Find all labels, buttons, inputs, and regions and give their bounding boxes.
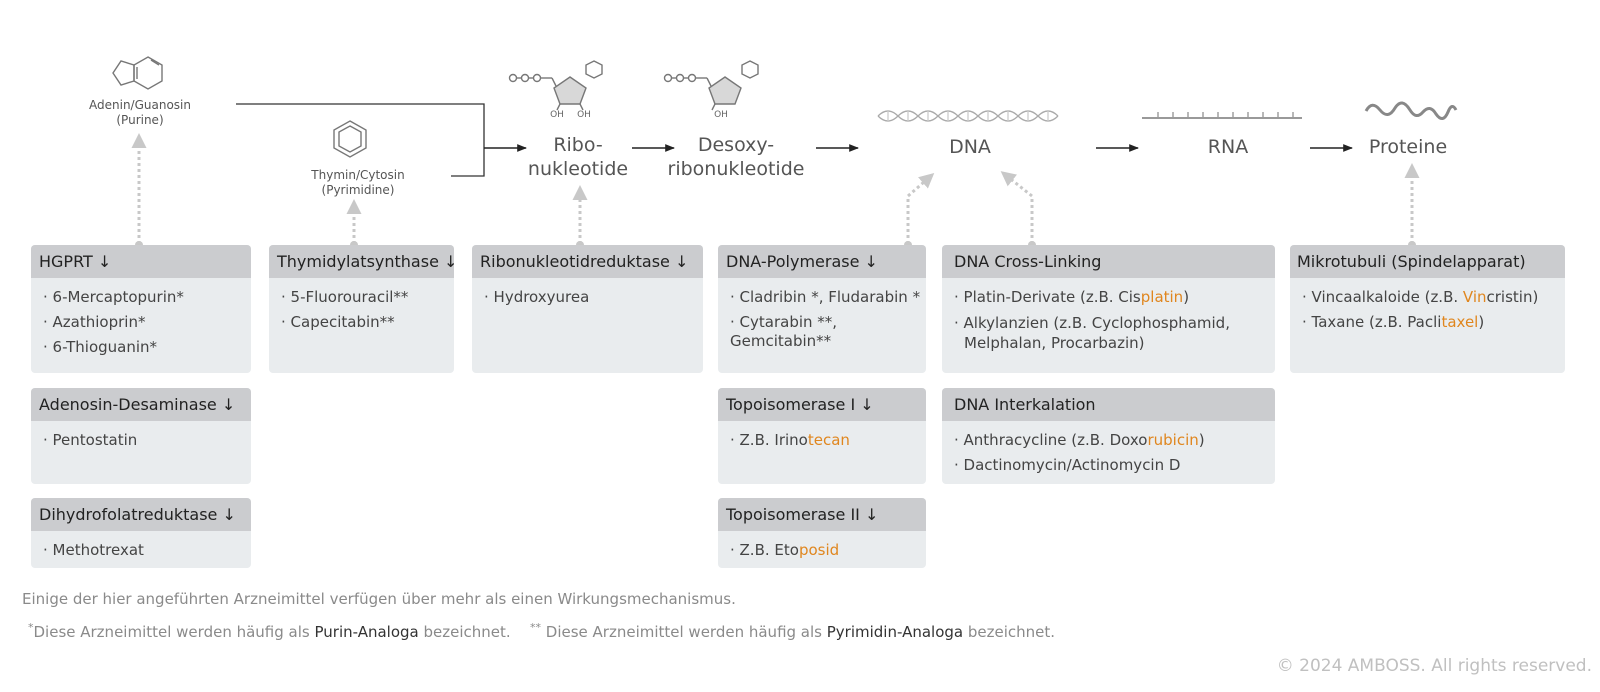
ribonucleotide-icon [508,60,603,111]
ada-title: Adenosin-Desaminase ↓ [31,388,251,421]
ribo-line1: Ribo- [553,134,603,156]
topo1-item-highlight: tecan [807,431,850,449]
interkalation-item-1-highlight: rubicin [1147,431,1199,449]
dashed-arrow-dnapol [906,173,935,244]
purine-name: Adenin/Guanosin [89,98,191,112]
pyrimidine-name: Thymin/Cytosin [311,168,405,182]
rna-label: RNA [1207,136,1249,158]
desoxy-oh-label: OH [714,110,728,120]
ribonukleotide-label: Ribo- nukleotide [518,134,638,182]
topo2-title: Topoisomerase II ↓ [718,498,926,531]
protein-chain-icon [1364,101,1458,120]
pyrimidine-connector [451,148,485,177]
interkalation-item-1-text: · Anthracycline (z.B. Doxo [954,431,1148,449]
footnote-pyrimidin-text: Diese Arzneimittel werden häufig als [541,623,827,641]
crosslink-item-1: · Platin-Derivate (z.B. Cisplatin) [954,288,1275,307]
box-dna-polymerase: DNA-Polymerase ↓ · Cladribin *, Fludarab… [718,245,926,373]
box-adenosin-desaminase: Adenosin-Desaminase ↓ · Pentostatin [31,388,251,484]
mikrotubuli-title: Mikrotubuli (Spindelapparat) [1290,245,1565,278]
box-ribonukleotidreduktase: Ribonukleotidreduktase ↓ · Hydroxyurea [472,245,703,373]
dna-helix-icon [877,110,1059,122]
footnote-purin-text: Diese Arzneimittel werden häufig als [33,623,315,641]
interkalation-title: DNA Interkalation [942,388,1275,421]
ribo-oh1-label: OH [550,110,564,120]
topo1-title: Topoisomerase I ↓ [718,388,926,421]
desoxyribonucleotide-icon [663,60,759,111]
hgprt-item-1: · 6-Mercaptopurin* [43,288,184,306]
rna-strand-icon [1142,112,1302,119]
hgprt-item-2: · Azathioprin* [43,313,146,331]
mikrotubuli-item-1-end: cristin) [1486,288,1539,306]
desoxy-line1: Desoxy- [697,134,775,156]
dhfr-title: Dihydrofolatreduktase ↓ [31,498,251,531]
ada-item-1: · Pentostatin [43,431,138,449]
proteine-label: Proteine [1368,136,1448,158]
pyrimidine-sub: (Pyrimidine) [321,183,395,197]
footnote-pyrimidin-end: bezeichnet. [963,623,1056,641]
crosslink-item-2-line2: Melphalan, Procarbazin) [964,334,1145,352]
topo1-item-1: · Z.B. Irinotecan [730,431,926,450]
ts-title: Thymidylatsynthase ↓ [269,245,454,278]
mikrotubuli-item-2-end: ) [1478,313,1485,331]
crosslink-item-1-highlight: platin [1140,288,1184,306]
footnote-mechanism: Einige der hier angeführten Arzneimittel… [22,590,736,608]
footnote-purin-bold: Purin-Analoga [314,623,419,641]
box-dna-cross-linking: DNA Cross-Linking · Platin-Derivate (z.B… [942,245,1275,373]
footnote-pyrimidin-mark: ** [530,621,541,634]
box-thymidylatsynthase: Thymidylatsynthase ↓ · 5-Fluorouracil** … [269,245,454,373]
ribo-oh2-label: OH [577,110,591,120]
desoxy-line2: ribonukleotide [667,157,805,180]
ribo-line2: nukleotide [527,157,629,180]
box-mikrotubuli: Mikrotubuli (Spindelapparat) · Vincaalka… [1290,245,1565,373]
purine-connector [236,103,485,148]
footnote-purin-mark: * [28,621,34,634]
rnr-title: Ribonukleotidreduktase ↓ [472,245,703,278]
crosslink-title: DNA Cross-Linking [942,245,1275,278]
footnote-purin: *Diese Arzneimittel werden häufig als Pu… [28,621,511,641]
box-topoisomerase-1: Topoisomerase I ↓ · Z.B. Irinotecan [718,388,926,484]
dashed-arrow-crosslink [1000,171,1034,244]
pyrimidine-label: Thymin/Cytosin (Pyrimidine) [298,168,418,198]
mikrotubuli-item-2: · Taxane (z.B. Paclitaxel) [1302,313,1565,332]
mikrotubuli-item-1: · Vincaalkaloide (z.B. Vincristin) [1302,288,1565,307]
desoxyribonukleotide-label: Desoxy- ribonukleotide [656,134,816,182]
dna-label: DNA [949,136,991,158]
hgprt-item-3: · 6-Thioguanin* [43,338,158,356]
dnapol-title: DNA-Polymerase ↓ [718,245,926,278]
mikrotubuli-item-2-text: · Taxane (z.B. Pacli [1302,313,1442,331]
interkalation-item-1-end: ) [1198,431,1205,449]
rnr-item-1: · Hydroxyurea [484,288,590,306]
box-topoisomerase-2: Topoisomerase II ↓ · Z.B. Etoposid [718,498,926,568]
mikrotubuli-item-2-highlight: taxel [1441,313,1479,331]
hgprt-title: HGPRT ↓ [31,245,251,278]
dnapol-item-2: · Cytarabin **, Gemcitabin** [730,313,838,350]
copyright: © 2024 AMBOSS. All rights reserved. [1276,656,1592,676]
footnote-pyrimidin: ** Diese Arzneimittel werden häufig als … [530,621,1055,641]
footnote-pyrimidin-bold: Pyrimidin-Analoga [826,623,964,641]
ts-item-1: · 5-Fluorouracil** [281,288,409,306]
box-hgprt: HGPRT ↓ · 6-Mercaptopurin* · Azathioprin… [31,245,251,373]
pyrimidine-ring-icon [333,120,367,158]
crosslink-item-2-line1: · Alkylanzien (z.B. Cyclophosphamid, [954,314,1230,332]
purine-sub: (Purine) [116,113,164,127]
mikrotubuli-item-1-highlight: Vin [1462,288,1487,306]
box-dna-interkalation: DNA Interkalation · Anthracycline (z.B. … [942,388,1275,484]
interkalation-item-1: · Anthracycline (z.B. Doxorubicin) [954,431,1275,450]
topo2-item-highlight: posid [798,541,840,559]
mikrotubuli-item-1-text: · Vincaalkaloide (z.B. [1302,288,1463,306]
footnote-purin-end: bezeichnet. [418,623,511,641]
purine-ring-icon [112,56,163,90]
topo2-item-1: · Z.B. Etoposid [730,541,926,560]
ts-item-2: · Capecitabin** [281,313,395,331]
crosslink-item-1-text: · Platin-Derivate (z.B. Cis [954,288,1141,306]
crosslink-item-1-end: ) [1183,288,1190,306]
box-dihydrofolatreduktase: Dihydrofolatreduktase ↓ · Methotrexat [31,498,251,568]
purine-label: Adenin/Guanosin (Purine) [80,98,200,128]
dnapol-item-1: · Cladribin *, Fludarabin * [730,288,921,306]
topo2-item-text: · Z.B. Eto [730,541,799,559]
dhfr-item-1: · Methotrexat [43,541,144,559]
crosslink-item-2: · Alkylanzien (z.B. Cyclophosphamid, Mel… [954,313,1275,353]
topo1-item-text: · Z.B. Irino [730,431,808,449]
interkalation-item-2: · Dactinomycin/Actinomycin D [954,456,1181,474]
